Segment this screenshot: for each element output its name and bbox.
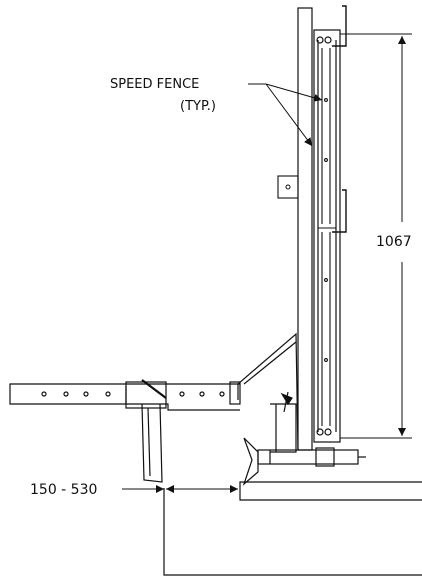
pin-flag bbox=[280, 391, 293, 413]
offset-dimension-label: 150 - 530 bbox=[30, 482, 97, 498]
height-dimension: 1067 bbox=[340, 33, 412, 439]
hanging-bracket bbox=[141, 403, 163, 483]
callout-text-line1: SPEED FENCE bbox=[110, 77, 199, 92]
callout-leader-1 bbox=[265, 83, 323, 102]
speed-fence bbox=[318, 48, 336, 426]
arm-clamp bbox=[125, 379, 241, 409]
callout-text-line2: (TYP.) bbox=[180, 99, 216, 114]
speed-fence-callout: SPEED FENCE (TYP.) bbox=[110, 77, 323, 147]
callout-leader-2 bbox=[265, 83, 313, 147]
diagonal-brace bbox=[237, 332, 299, 451]
hook-top bbox=[332, 5, 347, 47]
hook-middle bbox=[332, 189, 347, 233]
floor-slab bbox=[163, 481, 422, 576]
mast-bracket bbox=[277, 175, 299, 199]
bracket-bolt bbox=[285, 184, 291, 190]
vertical-mast bbox=[297, 7, 341, 451]
height-dimension-label: 1067 bbox=[376, 234, 412, 250]
clamp-screw bbox=[242, 437, 366, 486]
horizontal-arm bbox=[9, 383, 240, 411]
mast-foot bbox=[270, 403, 297, 453]
offset-dimension: 150 - 530 bbox=[30, 482, 238, 498]
